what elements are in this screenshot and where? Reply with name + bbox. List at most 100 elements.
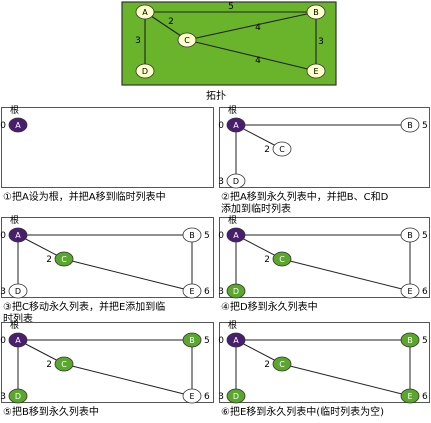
node-a	[226, 332, 246, 348]
node-e	[400, 283, 420, 299]
node-b	[400, 227, 420, 243]
topology-node-label: A	[142, 8, 148, 17]
step-panel-border	[219, 107, 430, 188]
distance-label: 2	[264, 255, 270, 265]
node-label: B	[407, 336, 413, 345]
node-label: E	[407, 392, 412, 401]
edge-c-e	[63, 363, 193, 397]
step-caption: ④把D移到永久列表中	[221, 300, 318, 313]
node-label: D	[15, 287, 21, 296]
node-label: C	[279, 255, 285, 264]
step-panel-border	[1, 107, 214, 188]
topology-title: 拓扑	[206, 89, 226, 102]
topology-node-c	[177, 32, 197, 48]
node-d	[226, 388, 246, 404]
node-c	[54, 356, 74, 372]
node-e	[182, 283, 202, 299]
step-panel-border	[1, 322, 214, 403]
node-label: E	[189, 287, 194, 296]
node-a	[8, 227, 28, 243]
node-label: E	[189, 392, 194, 401]
topology-weight-label: 5	[228, 2, 234, 12]
node-label: D	[233, 177, 239, 186]
distance-label: 5	[204, 336, 210, 346]
node-label: D	[233, 287, 239, 296]
distance-label: 3	[218, 287, 224, 297]
distance-label: 2	[46, 360, 52, 370]
root-label: 根	[228, 319, 237, 331]
distance-label: 0	[0, 121, 6, 131]
distance-label: 5	[204, 231, 210, 241]
topology-node-label: E	[313, 67, 318, 76]
distance-label: 0	[218, 231, 224, 241]
topology-weight-label: 4	[255, 56, 261, 66]
node-label: E	[407, 287, 412, 296]
distance-label: 0	[218, 336, 224, 346]
node-label: D	[233, 392, 239, 401]
step-caption: 添加到临时列表	[221, 202, 291, 215]
step-panel-border	[1, 217, 214, 298]
topology-node-e	[306, 63, 326, 79]
topology-link-c-e	[186, 39, 317, 72]
step-caption: ③把C移动永久列表，并把E添加到临	[3, 300, 165, 313]
step-caption: ①把A设为根，并把A移到临时列表中	[3, 190, 166, 203]
step-caption: ⑤把B移到永久列表中	[3, 405, 99, 418]
node-label: C	[61, 255, 67, 264]
topology-node-a	[135, 4, 155, 20]
node-b	[182, 227, 202, 243]
node-e	[182, 388, 202, 404]
distance-label: 3	[0, 287, 6, 297]
edge-c-e	[281, 363, 411, 397]
node-e	[400, 388, 420, 404]
node-label: A	[15, 231, 21, 240]
step-panel-border	[219, 217, 430, 298]
distance-label: 2	[264, 360, 270, 370]
node-b	[400, 332, 420, 348]
distance-label: 6	[204, 392, 210, 402]
node-d	[8, 388, 28, 404]
root-label: 根	[10, 214, 19, 226]
topology-node-label: D	[142, 67, 148, 76]
root-label: 根	[228, 214, 237, 226]
topology-weight-label: 3	[318, 37, 324, 47]
edge-c-e	[281, 258, 411, 292]
node-label: A	[233, 121, 239, 130]
distance-label: 3	[218, 392, 224, 402]
node-label: A	[233, 336, 239, 345]
distance-label: 0	[0, 231, 6, 241]
node-label: B	[189, 231, 195, 240]
distance-label: 5	[422, 336, 428, 346]
node-label: D	[15, 392, 21, 401]
root-label: 根	[228, 104, 237, 116]
distance-label: 2	[46, 255, 52, 265]
topology-weight-label: 4	[255, 23, 261, 33]
node-label: B	[407, 231, 413, 240]
root-label: 根	[10, 104, 19, 116]
node-c	[272, 251, 292, 267]
step-panel-border	[219, 322, 430, 403]
node-label: B	[407, 121, 413, 130]
node-label: C	[61, 360, 67, 369]
distance-label: 3	[0, 392, 6, 402]
distance-label: 3	[218, 177, 224, 187]
step-caption: ②把A移到永久列表中，并把B、C和D	[221, 190, 389, 203]
root-label: 根	[10, 319, 19, 331]
node-a	[8, 117, 28, 133]
distance-label: 6	[204, 287, 210, 297]
node-c	[272, 356, 292, 372]
distance-label: 5	[422, 121, 428, 131]
distance-label: 0	[218, 121, 224, 131]
node-label: A	[15, 336, 21, 345]
topology-node-b	[306, 4, 326, 20]
node-label: B	[189, 336, 195, 345]
node-c	[54, 251, 74, 267]
node-a	[226, 227, 246, 243]
topology-node-label: C	[184, 36, 190, 45]
topology-link-c-b	[186, 11, 317, 41]
distance-label: 5	[422, 231, 428, 241]
